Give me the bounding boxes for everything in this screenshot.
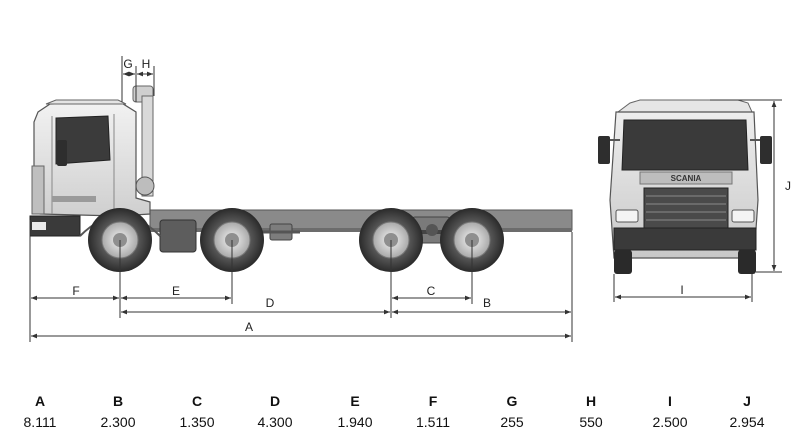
front-right-tyre (738, 250, 756, 274)
spec-letter: B (112, 393, 124, 409)
spec-value: 1.350 (179, 414, 215, 430)
spec-value: 2.300 (100, 414, 136, 430)
right-headlight (731, 209, 755, 223)
right-mirror (760, 136, 772, 164)
dim-label-c: C (427, 284, 436, 298)
spec-value: 2.500 (652, 414, 688, 430)
spec-col-j: J 2.954 (712, 392, 782, 431)
spec-value: 550 (579, 414, 603, 430)
spec-value: 1.511 (416, 414, 450, 430)
spec-value: 1.940 (337, 414, 373, 430)
dim-label-f: F (72, 284, 79, 298)
dim-label-j: J (785, 179, 791, 193)
grille-brand-text: SCANIA (671, 174, 702, 183)
spec-col-a: A 8.111 (5, 392, 75, 431)
spec-col-f: F 1.511 (398, 392, 468, 431)
front-windshield (621, 119, 749, 171)
spec-col-c: C 1.350 (162, 392, 232, 431)
spec-col-e: E 1.940 (320, 392, 390, 431)
spec-col-i: I 2.500 (635, 392, 705, 431)
dim-label-d: D (266, 296, 275, 310)
truck-front-view: SCANIA (598, 99, 772, 274)
side-dimension-lines (29, 56, 573, 342)
spec-letter: G (506, 393, 518, 409)
spec-col-d: D 4.300 (240, 392, 310, 431)
spec-letter: I (668, 393, 672, 409)
spec-letter: A (34, 393, 46, 409)
spec-col-h: H 550 (556, 392, 626, 431)
dim-label-h: H (142, 57, 151, 71)
spec-letter: C (191, 393, 203, 409)
side-dimension-labels: F E C D B A G H (72, 57, 491, 334)
spec-value: 255 (500, 414, 524, 430)
spec-value: 2.954 (729, 414, 765, 430)
front-dimension-labels: I J (680, 179, 791, 297)
exhaust-stack (132, 85, 155, 197)
spec-letter: J (743, 393, 751, 409)
left-headlight (615, 209, 639, 223)
fuel-tank (159, 219, 197, 253)
dim-label-b: B (483, 296, 491, 310)
spec-letter: F (428, 393, 438, 409)
spec-letter: H (585, 393, 597, 409)
dim-label-g: G (123, 57, 132, 71)
front-left-tyre (614, 250, 632, 274)
truck-dimension-diagram: F E C D B A G H SCANIA (29, 56, 791, 342)
side-cab (29, 99, 161, 237)
dim-label-i: I (680, 283, 683, 297)
dimension-spec-table: A 8.111 B 2.300 C 1.350 D 4.300 E 1.940 … (0, 392, 800, 437)
dim-label-e: E (172, 284, 180, 298)
left-mirror (598, 136, 610, 164)
spec-letter: E (350, 393, 360, 409)
dim-label-a: A (245, 320, 253, 334)
front-grille (643, 187, 729, 229)
spec-value: 8.111 (23, 414, 57, 430)
spec-col-g: G 255 (477, 392, 547, 431)
spec-letter: D (269, 393, 281, 409)
front-bumper (613, 227, 757, 251)
truck-side-view (29, 85, 573, 272)
spec-col-b: B 2.300 (83, 392, 153, 431)
front-dimension-lines (613, 99, 782, 302)
spec-value: 4.300 (257, 414, 293, 430)
